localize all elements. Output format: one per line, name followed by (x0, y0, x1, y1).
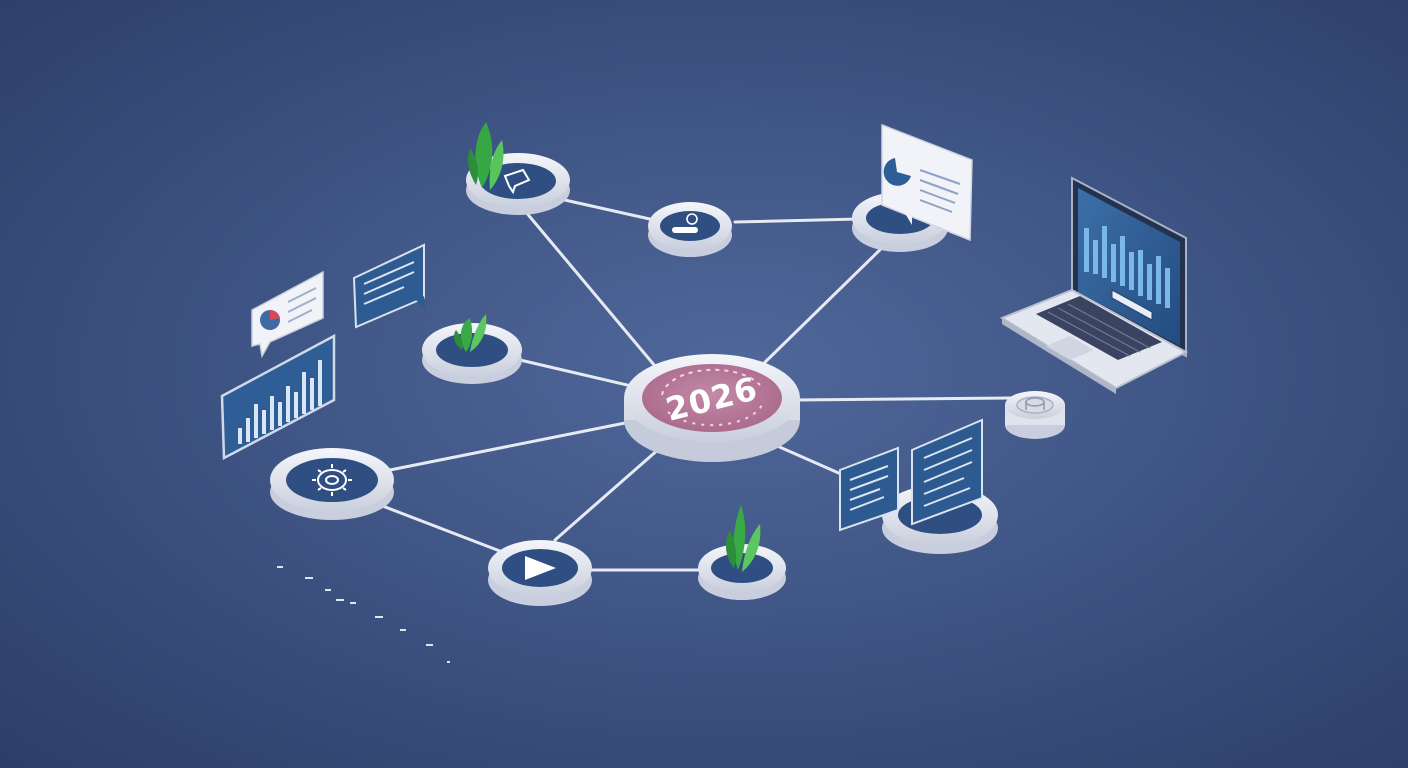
connector-line (388, 418, 642, 472)
coin-stack-icon (1025, 397, 1045, 410)
text-lines-icon (363, 261, 415, 305)
gear-icon (312, 464, 352, 496)
node-chat-bubble[interactable] (466, 122, 570, 215)
play-icon (525, 556, 556, 580)
pie-chart-icon (260, 309, 280, 330)
leaf-icon (468, 122, 504, 190)
connector-line (753, 238, 892, 374)
dash-decoration (277, 566, 450, 663)
message-panels-icon (839, 418, 983, 532)
laptop[interactable] (999, 176, 1189, 394)
node-play[interactable] (488, 540, 592, 606)
connector-line (553, 446, 662, 542)
toggle-icon (672, 213, 698, 233)
chat-bubble-icon (503, 168, 531, 195)
sprout-icon (454, 314, 487, 352)
node-messages[interactable] (839, 418, 998, 554)
report-card-icon (881, 123, 973, 242)
connector-line (518, 203, 662, 374)
connector-line (518, 358, 642, 390)
node-report[interactable] (852, 123, 973, 252)
pie-chart-card (251, 270, 324, 359)
connector-lines (378, 188, 1014, 572)
connector-line (378, 503, 507, 555)
bar-chart-icon (1084, 226, 1170, 308)
node-toggle[interactable] (648, 202, 732, 257)
bar-chart-panel (220, 333, 336, 461)
touchpad (1046, 336, 1094, 360)
text-message-panel (352, 243, 426, 329)
keyboard (1036, 296, 1162, 360)
bar-chart-icon (238, 360, 322, 444)
node-sprout[interactable] (422, 314, 522, 384)
node-gear[interactable] (270, 448, 394, 520)
plant-icon (725, 505, 761, 572)
center-hub[interactable]: 2026 (624, 354, 800, 462)
connector-line (793, 396, 1014, 402)
node-coin[interactable] (1005, 391, 1065, 439)
node-plant[interactable] (698, 505, 786, 600)
